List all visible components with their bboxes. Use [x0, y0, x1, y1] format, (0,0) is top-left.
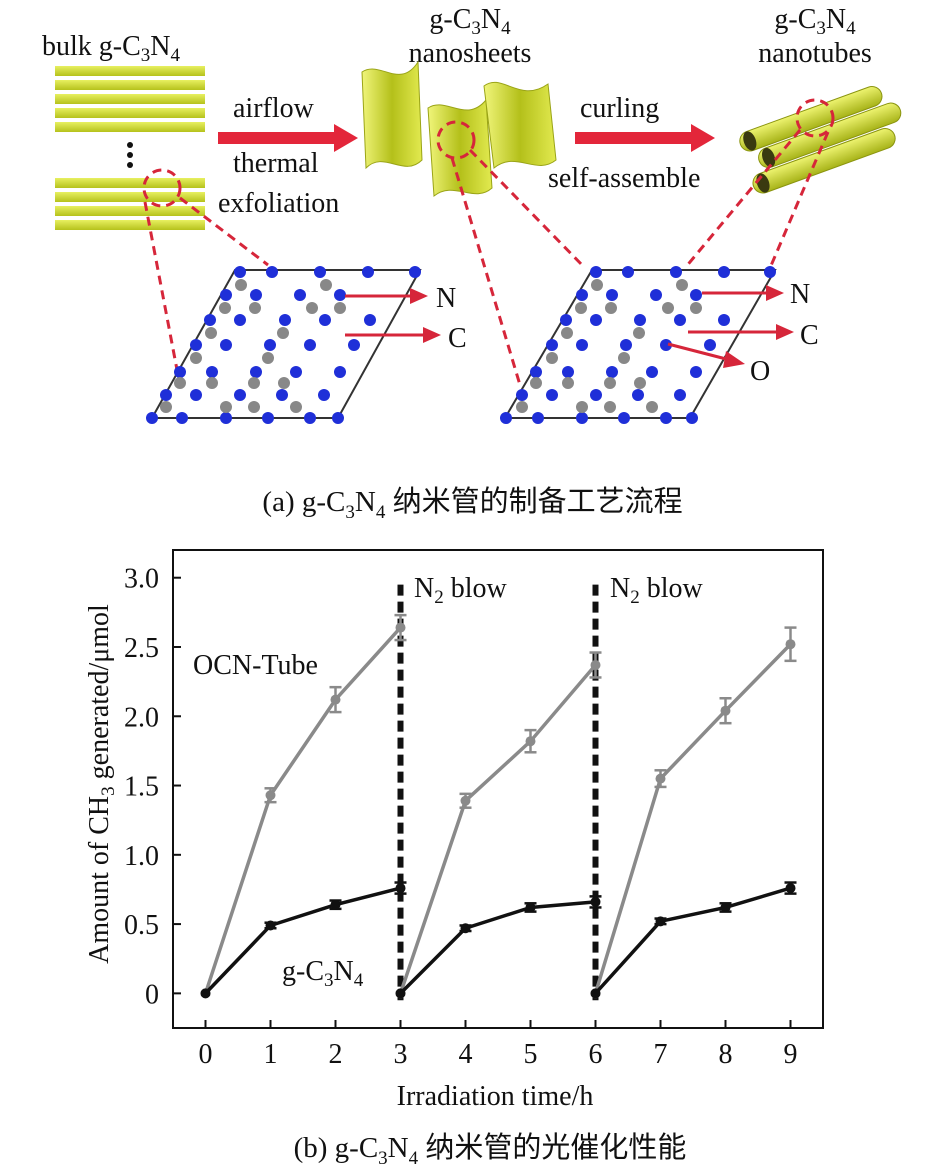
- data-point: [525, 902, 536, 913]
- series-label-g-c3n4: g-C3N4: [282, 956, 364, 991]
- step1-line2: thermal: [233, 148, 319, 179]
- marker-label-n2-blow-1: N2 blow: [414, 573, 507, 608]
- step2-line2: self-assemble: [548, 163, 701, 194]
- atom-label-c-left: C: [448, 323, 467, 354]
- nanotubes-label: g-C3N4 nanotubes: [758, 4, 872, 69]
- atom-label-o-right: O: [750, 356, 771, 387]
- x-axis-label: Irradiation time/h: [396, 1081, 594, 1112]
- data-point: [785, 883, 796, 894]
- lattice-left: [146, 266, 441, 424]
- series-line: [204, 886, 401, 995]
- y-tick-label: 3.0: [124, 564, 159, 595]
- series-line: [593, 642, 792, 994]
- y-tick-label: 2.0: [124, 702, 159, 733]
- bulk-stack-bottom: [55, 178, 205, 230]
- marker-label-n2-blow-2: N2 blow: [610, 573, 703, 608]
- data-point: [265, 920, 276, 931]
- data-point: [785, 639, 796, 650]
- y-tick-label: 1.5: [124, 772, 159, 803]
- x-tick-label: 2: [329, 1039, 343, 1070]
- atom-label-c-right: C: [800, 320, 819, 351]
- data-point: [720, 705, 731, 716]
- arrow-exfoliation: [218, 124, 358, 152]
- data-point: [590, 896, 601, 907]
- series-line: [399, 900, 596, 995]
- nanotube-bundle: [739, 85, 902, 194]
- data-point: [590, 988, 601, 999]
- data-point: [460, 795, 471, 806]
- nanosheet-2: [427, 98, 493, 197]
- x-tick-label: 3: [394, 1039, 408, 1070]
- atom-label-n-right: N: [790, 279, 811, 310]
- nanosheet-1: [361, 60, 423, 170]
- y-tick-label: 0.5: [124, 910, 159, 941]
- ellipsis-dots: [127, 142, 133, 168]
- x-tick-label: 7: [654, 1039, 668, 1070]
- zoom-indicators: [142, 98, 835, 386]
- x-tick-label: 4: [459, 1039, 473, 1070]
- data-point: [330, 694, 341, 705]
- data-point: [720, 902, 731, 913]
- y-axis-label: Amount of CH3 generated/μmol: [84, 604, 119, 964]
- data-point: [395, 622, 406, 633]
- series-line: [594, 886, 792, 995]
- series-label-ocn-tube: OCN-Tube: [193, 650, 318, 681]
- step2-line1: curling: [580, 93, 660, 124]
- bulk-stack-top: [55, 66, 205, 132]
- bulk-label: bulk g-C3N4: [42, 31, 181, 66]
- x-tick-label: 9: [784, 1039, 798, 1070]
- data-point: [590, 659, 601, 670]
- series-line: [203, 626, 402, 994]
- x-tick-label: 6: [589, 1039, 603, 1070]
- caption-b: (b) g-C3N4 纳米管的光催化性能: [293, 1132, 687, 1169]
- data-point: [655, 916, 666, 927]
- x-tick-label: 5: [524, 1039, 538, 1070]
- x-tick-label: 1: [264, 1039, 278, 1070]
- data-point: [655, 773, 666, 784]
- data-point: [395, 988, 406, 999]
- schematic-drawing: [55, 60, 902, 424]
- data-point: [395, 883, 406, 894]
- atom-label-n-left: N: [436, 283, 457, 314]
- data-point: [460, 923, 471, 934]
- chart-area: 0 1 2 3 4 5 6 7 8 9 0 0.5 1.0 1.5 2.0 2.5 3.0: [124, 549, 824, 1070]
- data-point: [265, 790, 276, 801]
- nanosheets-label: g-C3N4 nanosheets: [408, 4, 532, 69]
- nanosheet-3: [483, 81, 557, 169]
- x-tick-label: 8: [719, 1039, 733, 1070]
- series-line: [398, 663, 597, 994]
- y-tick-label: 0: [145, 979, 159, 1010]
- plot-frame: [172, 549, 824, 1029]
- arrow-curling: [575, 124, 715, 152]
- y-tick-label: 2.5: [124, 633, 159, 664]
- step1-line3: exfoliation: [218, 188, 340, 219]
- data-point: [200, 988, 211, 999]
- y-tick-label: 1.0: [124, 841, 159, 872]
- step1-line1: airflow: [233, 93, 314, 124]
- data-point: [330, 899, 341, 910]
- caption-a: (a) g-C3N4 纳米管的制备工艺流程: [262, 486, 683, 523]
- data-point: [525, 736, 536, 747]
- lattice-right: [500, 266, 794, 424]
- x-tick-label: 0: [199, 1039, 213, 1070]
